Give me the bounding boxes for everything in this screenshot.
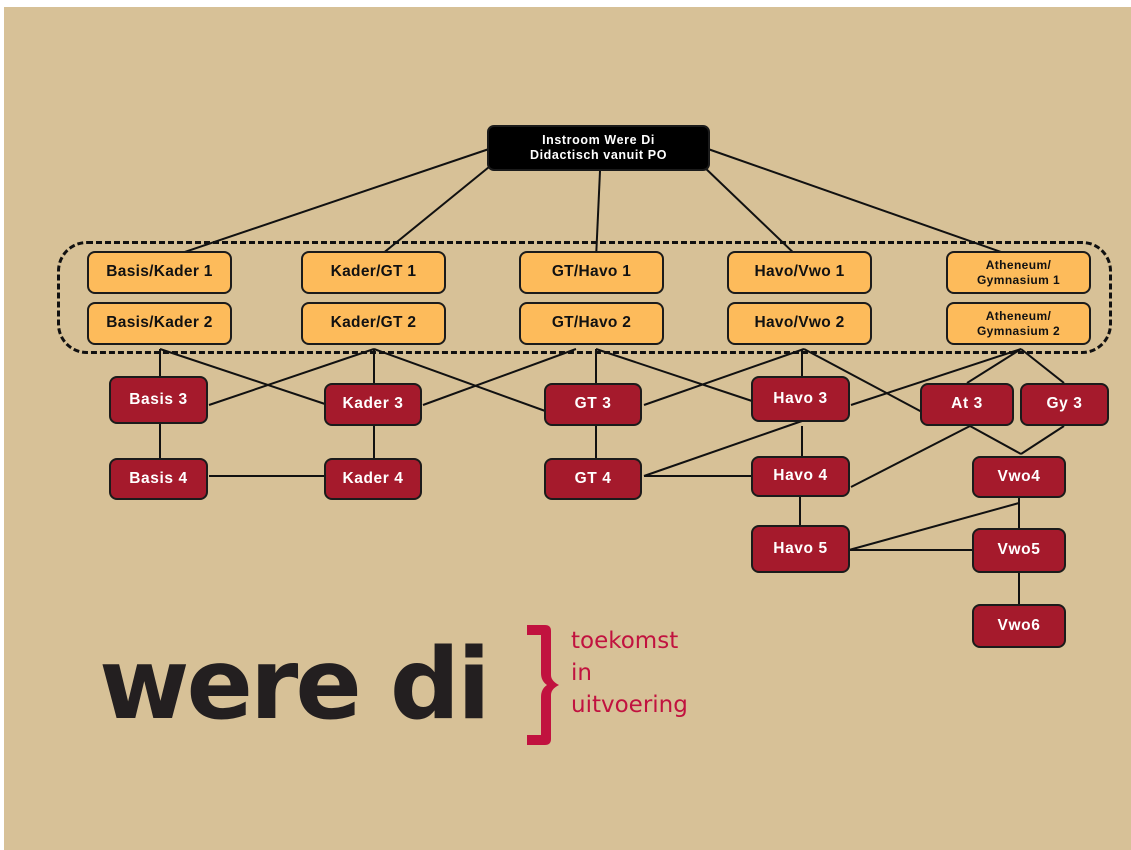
node-label-line2: Gymnasium 1 xyxy=(976,272,1061,287)
node-atheneum-gymnasium-2: Atheneum/ Gymnasium 2 xyxy=(946,302,1091,345)
logo-wordmark: were di xyxy=(99,628,491,742)
node-label: At 3 xyxy=(951,395,983,413)
node-kader-4: Kader 4 xyxy=(324,458,422,500)
node-label: Havo 4 xyxy=(773,467,828,485)
node-vwo-4: Vwo4 xyxy=(972,456,1066,498)
connector xyxy=(208,348,375,406)
diagram-canvas: Instroom Were Di Didactisch vanuit PO Ba… xyxy=(4,7,1131,850)
connector xyxy=(163,148,490,260)
connector xyxy=(966,348,1022,384)
node-label-line1: Atheneum/ xyxy=(985,309,1052,324)
lower-years-group-outline xyxy=(57,241,1112,354)
node-label: GT 3 xyxy=(574,395,612,413)
node-basis-3: Basis 3 xyxy=(109,376,208,424)
node-label: Havo/Vwo 2 xyxy=(754,314,845,332)
node-havo-3: Havo 3 xyxy=(751,376,850,422)
node-gt-4: GT 4 xyxy=(544,458,642,500)
node-havo-5: Havo 5 xyxy=(751,525,850,573)
node-gt-3: GT 3 xyxy=(544,383,642,426)
connector xyxy=(373,348,549,413)
node-gy-3: Gy 3 xyxy=(1020,383,1109,426)
node-label: GT/Havo 2 xyxy=(551,314,632,332)
node-label: Kader 3 xyxy=(342,395,404,413)
connector-lines xyxy=(159,148,1065,604)
connector xyxy=(643,348,805,406)
connector xyxy=(969,425,1022,455)
node-basis-kader-2: Basis/Kader 2 xyxy=(87,302,232,345)
node-havo-vwo-2: Havo/Vwo 2 xyxy=(727,302,872,345)
brace-icon xyxy=(527,625,559,745)
connector xyxy=(707,148,1022,260)
node-atheneum-gymnasium-1: Atheneum/ Gymnasium 1 xyxy=(946,251,1091,294)
connector xyxy=(1020,348,1065,384)
logo-tagline-2: in xyxy=(571,660,592,686)
node-gt-havo-2: GT/Havo 2 xyxy=(519,302,664,345)
node-gt-havo-1: GT/Havo 1 xyxy=(519,251,664,294)
connector xyxy=(643,420,803,477)
connector xyxy=(422,348,577,406)
logo-tagline-1: toekomst xyxy=(571,628,679,654)
connector xyxy=(595,170,601,260)
node-havo-4: Havo 4 xyxy=(751,456,850,497)
node-label: Kader/GT 1 xyxy=(330,263,417,281)
node-label-line2: Gymnasium 2 xyxy=(976,323,1061,338)
node-label: Vwo6 xyxy=(997,616,1041,634)
node-kader-gt-2: Kader/GT 2 xyxy=(301,302,446,345)
intake-node-line1: Instroom Were Di xyxy=(542,133,655,147)
node-label-line1: Atheneum/ xyxy=(985,258,1052,273)
connector xyxy=(803,348,923,413)
connector xyxy=(850,425,971,488)
intake-node: Instroom Were Di Didactisch vanuit PO xyxy=(487,125,710,171)
node-label: Vwo5 xyxy=(997,541,1041,559)
node-basis-kader-1: Basis/Kader 1 xyxy=(87,251,232,294)
connector xyxy=(159,348,329,406)
node-label: GT 4 xyxy=(574,469,612,487)
node-label: Havo 3 xyxy=(773,389,828,407)
node-kader-3: Kader 3 xyxy=(324,383,422,426)
node-label: Havo/Vwo 1 xyxy=(754,263,845,281)
node-label: Basis/Kader 2 xyxy=(106,314,213,332)
connector xyxy=(850,348,1022,406)
intake-node-line2: Didactisch vanuit PO xyxy=(529,148,668,162)
node-havo-vwo-1: Havo/Vwo 1 xyxy=(727,251,872,294)
node-label: Kader/GT 2 xyxy=(330,314,417,332)
connector xyxy=(848,502,1020,551)
node-label: GT/Havo 1 xyxy=(551,263,632,281)
node-vwo-5: Vwo5 xyxy=(972,528,1066,573)
node-at-3: At 3 xyxy=(920,383,1014,426)
node-label: Havo 5 xyxy=(773,539,828,557)
node-vwo-6: Vwo6 xyxy=(972,604,1066,648)
node-kader-gt-1: Kader/GT 1 xyxy=(301,251,446,294)
logo-tagline-3: uitvoering xyxy=(571,692,688,718)
node-label: Gy 3 xyxy=(1046,395,1083,413)
node-label: Basis 4 xyxy=(129,469,188,487)
node-basis-4: Basis 4 xyxy=(109,458,208,500)
node-label: Kader 4 xyxy=(342,469,404,487)
connector xyxy=(1020,425,1065,455)
node-label: Vwo4 xyxy=(997,467,1041,485)
node-label: Basis 3 xyxy=(129,390,188,408)
node-label: Basis/Kader 1 xyxy=(106,263,213,281)
were-di-logo: were di toekomst in uitvoering xyxy=(99,615,719,755)
connector xyxy=(595,348,756,403)
